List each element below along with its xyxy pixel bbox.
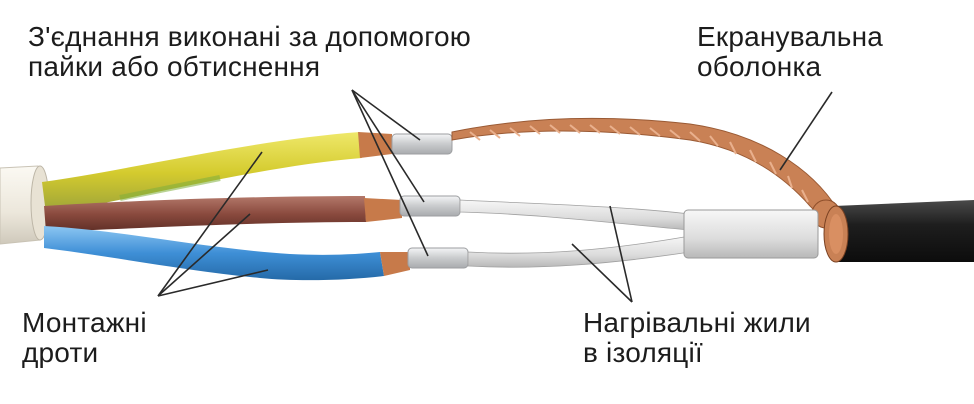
shield-label-line2: оболонка — [697, 51, 822, 82]
crimp-sleeves — [391, 133, 469, 269]
mounting-wires-label-line1: Монтажні — [22, 307, 147, 338]
shield-label-line1: Екранувальна — [697, 21, 884, 52]
solder-joints-label-line1: З'єднання виконані за допомогою — [28, 21, 471, 52]
heating-cores-label-line1: Нагрівальні жили — [583, 307, 811, 338]
leader-lines — [157, 89, 833, 303]
heating-cable-jacket — [823, 200, 974, 263]
shield-label: Екранувальна оболонка — [697, 22, 883, 82]
blue-wire — [44, 226, 410, 281]
mounting-wires-label-line2: дроти — [22, 337, 99, 368]
solder-joints-label-line2: пайки або обтиснення — [28, 51, 321, 82]
heating-cores — [459, 199, 819, 268]
heating-cores-label: Нагрівальні жили в ізоляції — [583, 308, 811, 368]
heating-cores-label-line2: в ізоляції — [583, 337, 703, 368]
mounting-cable-jacket — [0, 165, 50, 245]
mounting-wires-label: Монтажні дроти — [22, 308, 147, 368]
brown-wire — [44, 196, 402, 232]
solder-joints-label: З'єднання виконані за допомогою пайки аб… — [28, 22, 471, 82]
